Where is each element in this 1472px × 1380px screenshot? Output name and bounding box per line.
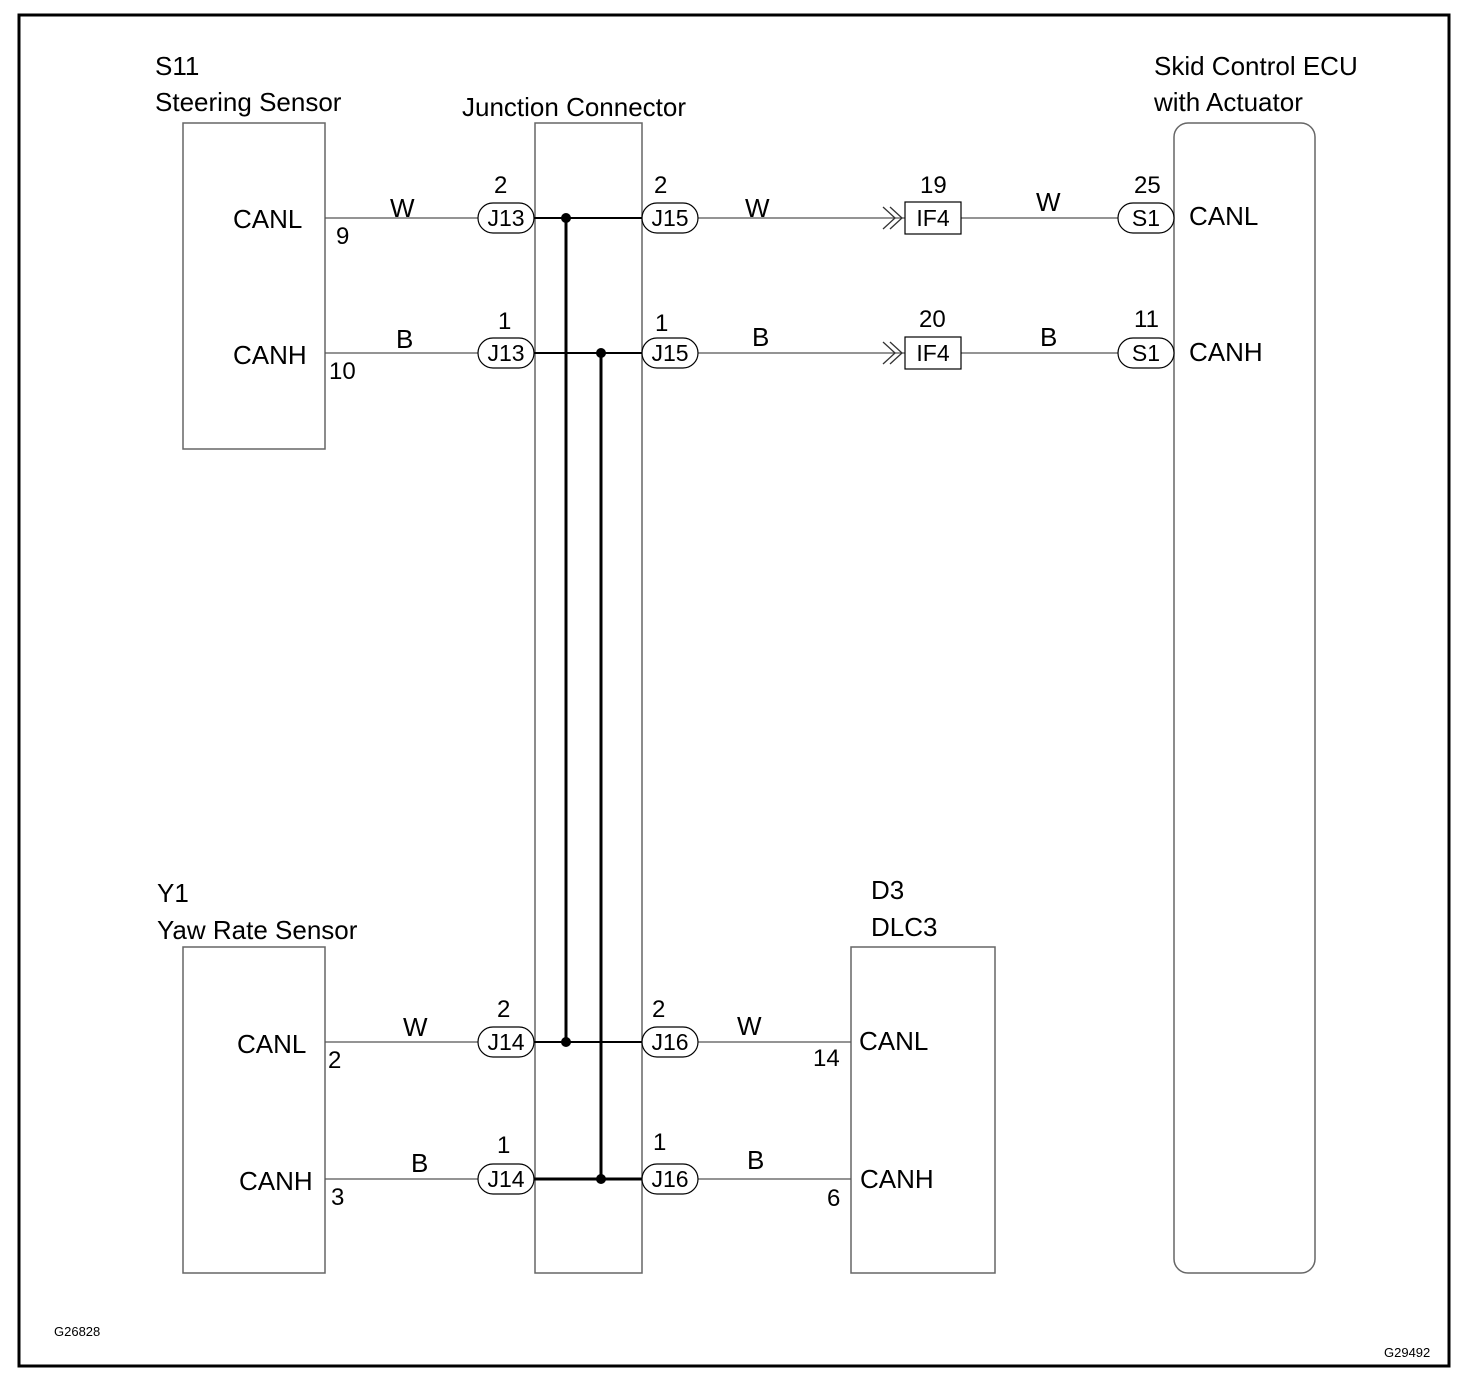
figure-code-inner: G26828	[54, 1324, 100, 1339]
steering-sensor-canh-pin: 10	[329, 358, 356, 385]
wire-color-canl-5: W	[737, 1011, 762, 1041]
dlc3-box	[850, 946, 996, 1274]
junction-connector-box	[534, 122, 643, 1274]
connector-j14-canh-pin: 1	[497, 1132, 510, 1159]
connector-j14-canh	[477, 1163, 535, 1195]
wire-color-canl-1: W	[390, 193, 415, 223]
connector-s1-canh	[1117, 337, 1175, 369]
connector-j16-canh	[641, 1163, 699, 1195]
ecu-canh-pin: 11	[1134, 306, 1159, 333]
junction-connector-title: Junction Connector	[462, 92, 686, 122]
connector-j14-canl	[477, 1026, 535, 1058]
connector-if4-canl-label: IF4	[916, 205, 949, 231]
connector-j13-canh-pin: 1	[498, 308, 511, 335]
wire-color-canh-1: B	[396, 324, 413, 354]
connector-j16-canl-pin: 2	[652, 996, 665, 1023]
connector-j15-canl-pin: 2	[654, 172, 667, 199]
connector-j15-canh-label: J15	[651, 340, 688, 366]
connector-j16-canh-label: J16	[651, 1166, 688, 1192]
ecu-name-line2: with Actuator	[1153, 87, 1303, 117]
wire-color-canh-5: B	[747, 1145, 764, 1175]
connector-j15-canh	[641, 337, 699, 369]
connector-s1-canh-label: S1	[1132, 340, 1160, 366]
dlc3-canh-pin: 6	[827, 1185, 840, 1212]
ecu-canl-label: CANL	[1189, 201, 1258, 231]
dlc3-canl-label: CANL	[859, 1026, 928, 1056]
splice-dot-canh-bottom	[596, 1174, 606, 1184]
connector-j13-canh-label: J13	[487, 340, 524, 366]
yaw-sensor-canh-label: CANH	[239, 1166, 313, 1196]
connector-j16-canh-pin: 1	[653, 1129, 666, 1156]
yaw-sensor-code: Y1	[157, 878, 189, 908]
connector-j13-canh	[477, 337, 535, 369]
yaw-rate-sensor-box	[182, 946, 326, 1274]
connector-j15-canl	[641, 202, 699, 234]
connector-j14-canl-pin: 2	[497, 996, 510, 1023]
yaw-sensor-canl-label: CANL	[237, 1029, 306, 1059]
connector-j13-canl-pin: 2	[494, 172, 507, 199]
figure-code-outer: G29492	[1384, 1345, 1430, 1360]
chevron-icon	[882, 206, 903, 230]
connector-j13-canl-label: J13	[487, 205, 524, 231]
connector-j14-canh-label: J14	[487, 1166, 524, 1192]
steering-sensor-box	[182, 122, 326, 450]
connector-if4-canh	[904, 336, 962, 370]
splice-dot-canl-top	[561, 213, 571, 223]
wire-color-canl-2: W	[745, 193, 770, 223]
wire-color-canl-3: W	[1036, 187, 1061, 217]
dlc3-code: D3	[871, 875, 904, 905]
steering-sensor-name: Steering Sensor	[155, 87, 342, 117]
connector-if4-canh-pin: 20	[919, 306, 946, 333]
dlc3-canh-label: CANH	[860, 1164, 934, 1194]
connector-if4-canh-label: IF4	[916, 340, 949, 366]
steering-sensor-canh-label: CANH	[233, 340, 307, 370]
connector-if4-canl-pin: 19	[920, 172, 947, 199]
skid-control-ecu-box	[1173, 122, 1316, 1274]
connector-j14-canl-label: J14	[487, 1029, 524, 1055]
steering-sensor-canl-label: CANL	[233, 204, 302, 234]
wire-color-canh-2: B	[752, 322, 769, 352]
connector-j16-canl-label: J16	[651, 1029, 688, 1055]
steering-sensor-canl-pin: 9	[336, 223, 349, 250]
wire-color-canh-3: B	[1040, 322, 1057, 352]
connector-j15-canh-pin: 1	[655, 310, 668, 337]
yaw-sensor-canh-pin: 3	[331, 1184, 344, 1211]
ecu-canh-label: CANH	[1189, 337, 1263, 367]
ecu-name-line1: Skid Control ECU	[1154, 51, 1358, 81]
yaw-sensor-name: Yaw Rate Sensor	[157, 915, 358, 945]
splice-dot-canh-top	[596, 348, 606, 358]
wire-color-canl-4: W	[403, 1012, 428, 1042]
diagram-frame	[17, 13, 1451, 1368]
chevron-icon	[882, 341, 903, 365]
ecu-canl-pin: 25	[1134, 172, 1161, 199]
wire-color-canh-4: B	[411, 1148, 428, 1178]
connector-if4-canl	[904, 201, 962, 235]
connector-s1-canl	[1117, 202, 1175, 234]
connector-j13-canl	[477, 202, 535, 234]
connector-s1-canl-label: S1	[1132, 205, 1160, 231]
connector-j16-canl	[641, 1026, 699, 1058]
splice-dot-canl-bottom	[561, 1037, 571, 1047]
dlc3-name: DLC3	[871, 912, 937, 942]
steering-sensor-code: S11	[155, 51, 199, 81]
connector-j15-canl-label: J15	[651, 205, 688, 231]
yaw-sensor-canl-pin: 2	[328, 1047, 341, 1074]
dlc3-canl-pin: 14	[813, 1045, 840, 1072]
